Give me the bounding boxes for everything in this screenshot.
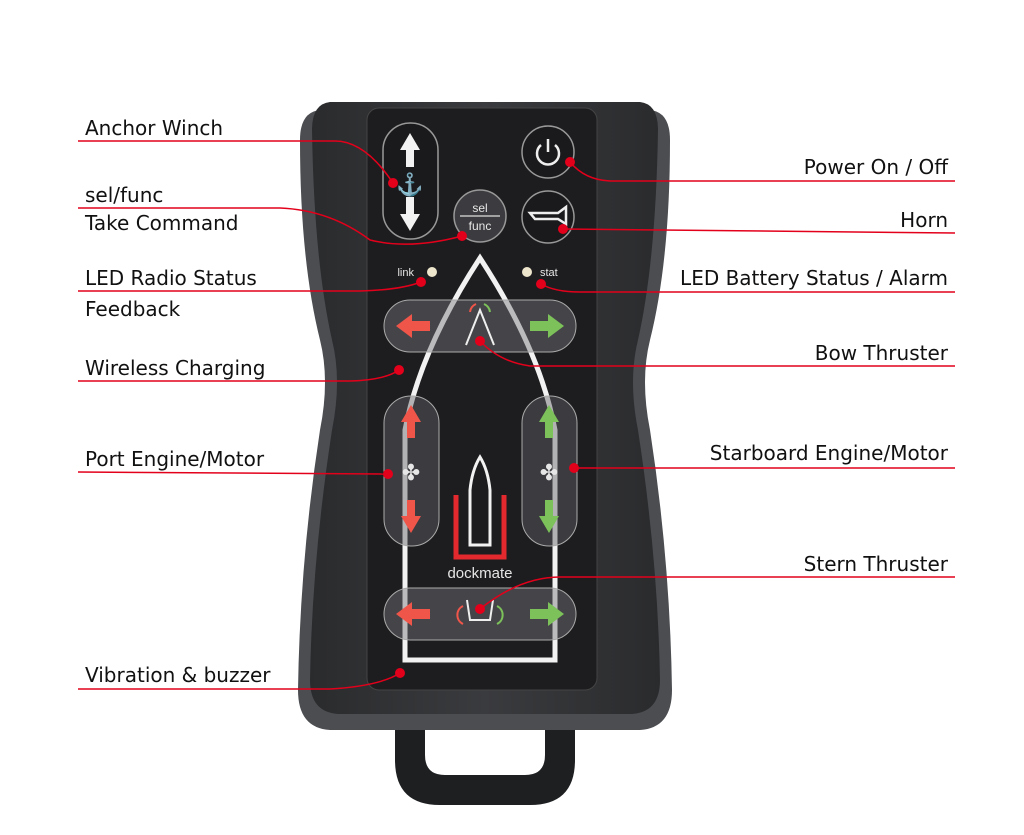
starboard-propeller-icon: ✤ bbox=[540, 460, 558, 485]
label-starboard-engine: Starboard Engine/Motor bbox=[709, 441, 948, 465]
port-forward-arrow-icon bbox=[401, 405, 421, 438]
led-link bbox=[427, 267, 437, 277]
callout-dots bbox=[383, 157, 579, 678]
label-feedback: Feedback bbox=[85, 297, 181, 321]
label-take-command: Take Command bbox=[85, 211, 239, 235]
label-horn: Horn bbox=[900, 208, 948, 232]
arrow-right-icon bbox=[530, 314, 564, 338]
dockmate-logo-icon bbox=[453, 495, 507, 560]
led-stat bbox=[522, 267, 532, 277]
bow-boat-icon bbox=[465, 307, 495, 346]
sel-label: sel bbox=[472, 201, 487, 215]
arrow-down-icon bbox=[400, 197, 420, 231]
power-icon bbox=[535, 144, 561, 166]
label-sel-func: sel/func bbox=[85, 183, 164, 207]
label-bow-thruster: Bow Thruster bbox=[814, 341, 948, 365]
label-stern-thruster: Stern Thruster bbox=[803, 552, 948, 576]
port-reverse-arrow-icon bbox=[401, 500, 421, 533]
boat-outline-icon bbox=[402, 253, 558, 663]
arrow-up-icon bbox=[400, 133, 420, 167]
label-wireless-charging: Wireless Charging bbox=[85, 356, 266, 380]
arrow-left-icon bbox=[396, 314, 430, 338]
stern-arrow-right-icon bbox=[530, 602, 564, 626]
label-power: Power On / Off bbox=[803, 155, 948, 179]
label-anchor-winch: Anchor Winch bbox=[85, 116, 224, 140]
port-propeller-icon: ✤ bbox=[402, 460, 420, 485]
label-port-engine: Port Engine/Motor bbox=[85, 447, 265, 471]
brand-logo: dockmate bbox=[447, 565, 512, 582]
led-stat-label: stat bbox=[540, 267, 558, 279]
anchor-winch-button bbox=[382, 122, 439, 240]
stern-arrow-left-icon bbox=[396, 602, 430, 626]
horn-icon bbox=[527, 204, 568, 227]
stern-boat-icon bbox=[466, 599, 494, 621]
bow-thruster-button bbox=[383, 299, 577, 353]
starboard-forward-arrow-icon bbox=[539, 405, 559, 438]
label-vibration-buzzer: Vibration & buzzer bbox=[85, 663, 271, 687]
func-label: func bbox=[469, 219, 492, 233]
starboard-reverse-arrow-icon bbox=[539, 500, 559, 533]
anchor-icon: ⚓ bbox=[396, 172, 423, 197]
label-led-battery: LED Battery Status / Alarm bbox=[680, 266, 948, 290]
callout-lines bbox=[77, 140, 956, 690]
lanyard-loop bbox=[395, 720, 575, 805]
label-led-radio-status: LED Radio Status bbox=[85, 266, 257, 290]
led-link-label: link bbox=[397, 267, 414, 279]
